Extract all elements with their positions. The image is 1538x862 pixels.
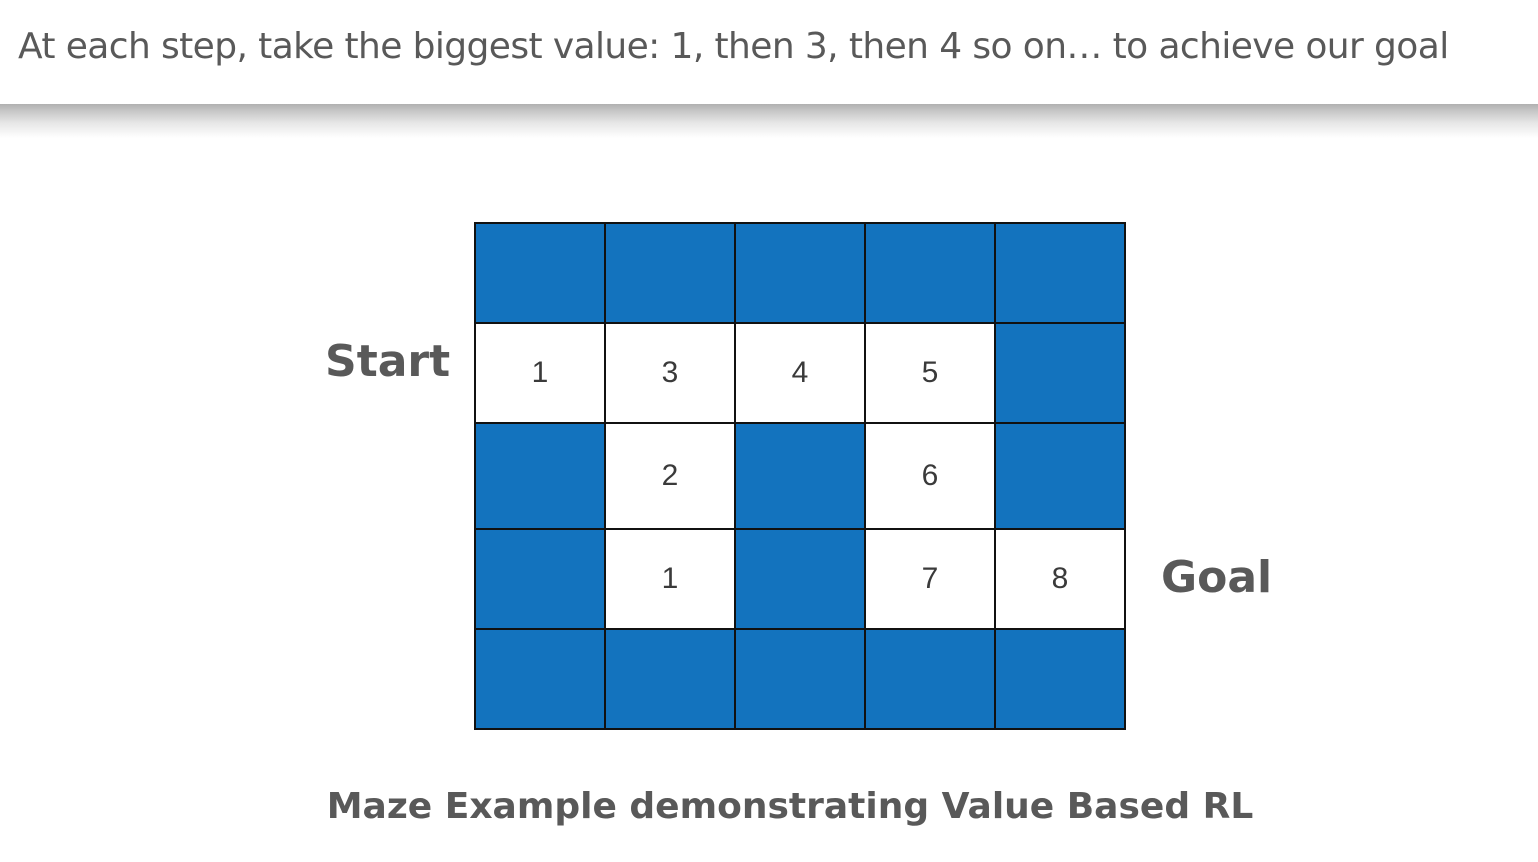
maze-wall-cell bbox=[736, 630, 866, 730]
cell-value: 1 bbox=[661, 562, 679, 595]
maze-open-cell: 5 bbox=[866, 324, 996, 424]
cell-value: 3 bbox=[661, 356, 679, 389]
maze-open-cell: 8 bbox=[996, 530, 1126, 630]
header-bar: At each step, take the biggest value: 1,… bbox=[0, 0, 1538, 104]
maze-open-cell: 1 bbox=[606, 530, 736, 630]
start-label: Start bbox=[325, 336, 451, 387]
header-shadow bbox=[0, 104, 1538, 138]
cell-value: 7 bbox=[921, 562, 939, 595]
maze-wall-cell bbox=[996, 424, 1126, 530]
cell-value: 4 bbox=[791, 356, 809, 389]
cell-value: 5 bbox=[921, 356, 939, 389]
maze-wall-cell bbox=[736, 530, 866, 630]
maze-wall-cell bbox=[866, 224, 996, 324]
maze-open-cell: 6 bbox=[866, 424, 996, 530]
maze-open-cell: 7 bbox=[866, 530, 996, 630]
maze-wall-cell bbox=[476, 424, 606, 530]
maze-wall-cell bbox=[606, 630, 736, 730]
goal-label: Goal bbox=[1161, 552, 1273, 603]
maze-open-cell: 2 bbox=[606, 424, 736, 530]
cell-value: 6 bbox=[921, 459, 939, 492]
maze-wall-cell bbox=[476, 630, 606, 730]
maze-wall-cell bbox=[476, 224, 606, 324]
cell-value: 1 bbox=[531, 356, 549, 389]
maze-wall-cell bbox=[996, 630, 1126, 730]
cell-value: 2 bbox=[661, 459, 679, 492]
maze-wall-cell bbox=[996, 324, 1126, 424]
caption: Maze Example demonstrating Value Based R… bbox=[326, 786, 1254, 827]
maze-open-cell: 3 bbox=[606, 324, 736, 424]
header-title: At each step, take the biggest value: 1,… bbox=[18, 26, 1449, 67]
maze-open-cell: 1 bbox=[476, 324, 606, 424]
maze-wall-cell bbox=[866, 630, 996, 730]
maze-open-cell: 4 bbox=[736, 324, 866, 424]
maze-wall-cell bbox=[606, 224, 736, 324]
maze-wall-cell bbox=[476, 530, 606, 630]
maze-wall-cell bbox=[996, 224, 1126, 324]
cell-value: 8 bbox=[1051, 562, 1069, 595]
maze-grid: 1 3 4 5 2 6 1 7 8 bbox=[474, 222, 1126, 730]
maze-wall-cell bbox=[736, 224, 866, 324]
maze-wall-cell bbox=[736, 424, 866, 530]
